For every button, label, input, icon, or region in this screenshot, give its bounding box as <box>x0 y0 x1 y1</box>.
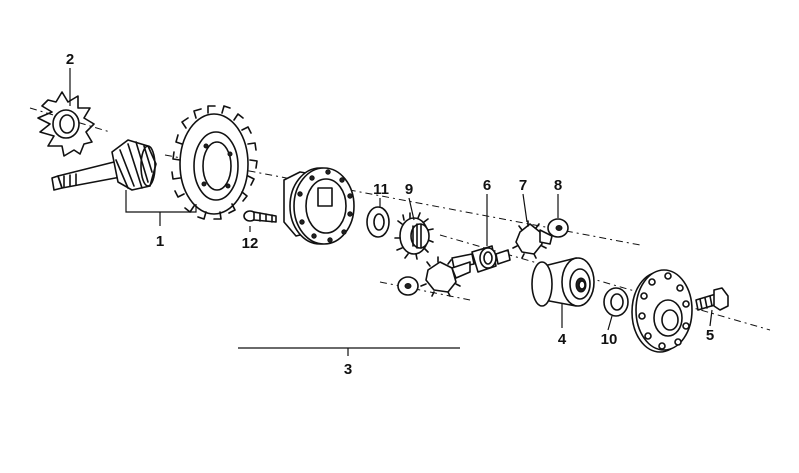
callout-6: 6 <box>483 177 491 194</box>
callout-12: 12 <box>242 235 259 252</box>
part-4-bearing <box>531 257 595 307</box>
callout-8: 8 <box>554 177 562 194</box>
callout-labels: 2 1 12 11 9 6 7 8 4 10 5 3 <box>66 51 714 378</box>
lower-spider-gear <box>420 256 471 297</box>
part-7-spider-gear <box>512 220 553 259</box>
part-9-side-gear <box>394 212 434 260</box>
part-11-thrust-washer <box>366 206 390 238</box>
callout-1: 1 <box>156 233 164 250</box>
callout-2: 2 <box>66 51 74 68</box>
part-8-spider-washer <box>547 218 569 238</box>
callout-1-leader <box>125 190 197 226</box>
differential-housing <box>283 167 355 245</box>
callout-11: 11 <box>373 181 389 198</box>
callout-3: 3 <box>344 361 352 378</box>
part-1-drive-pinion <box>51 139 157 191</box>
part-10-shim <box>603 287 629 317</box>
part-12-screw <box>243 210 277 223</box>
drive-flange <box>631 269 693 353</box>
part-5-hex-bolt <box>695 287 729 311</box>
callout-5: 5 <box>706 327 714 344</box>
callout-9: 9 <box>405 181 413 198</box>
callout-7: 7 <box>519 177 527 194</box>
part-2-lock-ring <box>37 91 95 157</box>
callout-leaders <box>69 68 713 356</box>
callout-4: 4 <box>558 331 567 348</box>
callout-10: 10 <box>601 331 618 348</box>
part-1-crown-gear <box>171 105 258 220</box>
lower-spider-washer <box>397 276 419 296</box>
part-6-cross-shaft <box>451 245 511 273</box>
